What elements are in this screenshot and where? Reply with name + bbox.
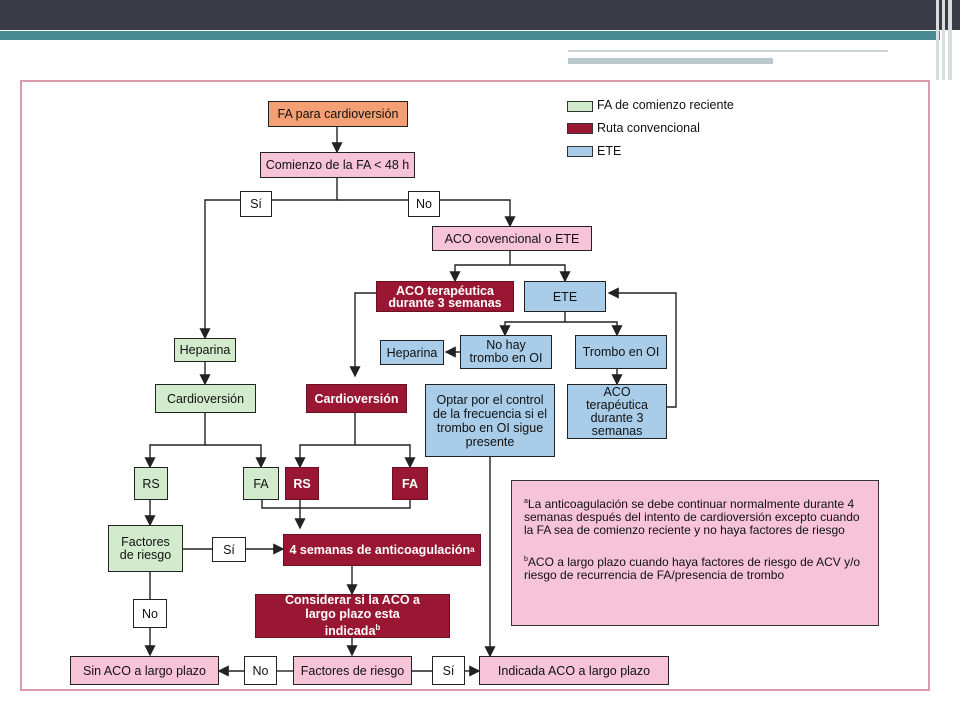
node-fa-cardioversion: FA para cardioversión [268,101,408,127]
node-optar-control: Optar por el control de la frecuencia si… [425,384,555,457]
label-si: Sí [212,537,246,562]
node-trombo-oi: Trombo en OI [575,335,667,369]
legend-label: ETE [597,144,622,158]
label-si: Sí [240,191,272,217]
node-cuatro-semanas-text: 4 semanas de anticoagulación [289,543,471,557]
node-factores-riesgo-green: Factores de riesgo [108,525,183,572]
legend-label: FA de comienzo reciente [597,98,734,112]
node-aco-terapeutica-red: ACO terapéutica durante 3 semanas [376,281,514,312]
footnote-b-marker: b [524,556,528,563]
legend-swatch-blue [567,146,593,157]
slide-accent-bar [0,31,940,40]
footnote-b: bACO a largo plazo cuando haya factores … [524,553,868,582]
slide-title-bar [0,0,960,30]
node-cardioversion-red: Cardioversión [306,384,407,413]
label-no: No [408,191,440,217]
footnote-a-text: La anticoagulación se debe continuar nor… [524,497,860,537]
node-fa-green: FA [243,467,279,500]
label-no: No [133,599,167,628]
accent-line [568,58,773,64]
legend-swatch-green [567,101,593,112]
node-aco-terapeutica-blue: ACO terapéutica durante 3 semanas [567,384,667,439]
accent-line [568,50,888,52]
node-comienzo-fa: Comienzo de la FA < 48 h [260,152,415,178]
node-rs-green: RS [134,467,168,500]
legend-swatch-maroon [567,123,593,134]
node-heparina-green: Heparina [174,338,236,362]
node-ete: ETE [524,281,606,312]
footnote-marker-b: b [375,623,381,633]
node-rs-red: RS [285,467,319,500]
node-fa-red: FA [392,467,428,500]
footnotes-box: aLa anticoagulación se debe continuar no… [511,480,879,626]
legend-label: Ruta convencional [597,121,700,135]
node-indicada-aco: Indicada ACO a largo plazo [479,656,669,685]
footnote-b-text: ACO a largo plazo cuando haya factores d… [524,555,861,582]
label-si: Sí [432,656,465,685]
label-no: No [244,656,277,685]
node-cardioversion-green: Cardioversión [155,384,256,413]
node-considerar-aco: Considerar si la ACO a largo plazo esta … [255,593,450,639]
node-heparina-blue: Heparina [380,340,444,365]
slide-corner-decoration [936,0,956,80]
node-considerar-aco-text: Considerar si la ACO a largo plazo esta … [285,593,420,639]
footnote-a: aLa anticoagulación se debe continuar no… [524,495,868,537]
node-sin-aco: Sin ACO a largo plazo [70,656,219,685]
footnote-marker-a: a [470,545,475,554]
footnote-a-marker: a [524,498,528,505]
node-factores-riesgo-bottom: Factores de riesgo [293,656,412,685]
node-no-hay-trombo: No hay trombo en OI [460,335,552,369]
node-aco-convencional-ete: ACO covencional o ETE [432,226,592,251]
